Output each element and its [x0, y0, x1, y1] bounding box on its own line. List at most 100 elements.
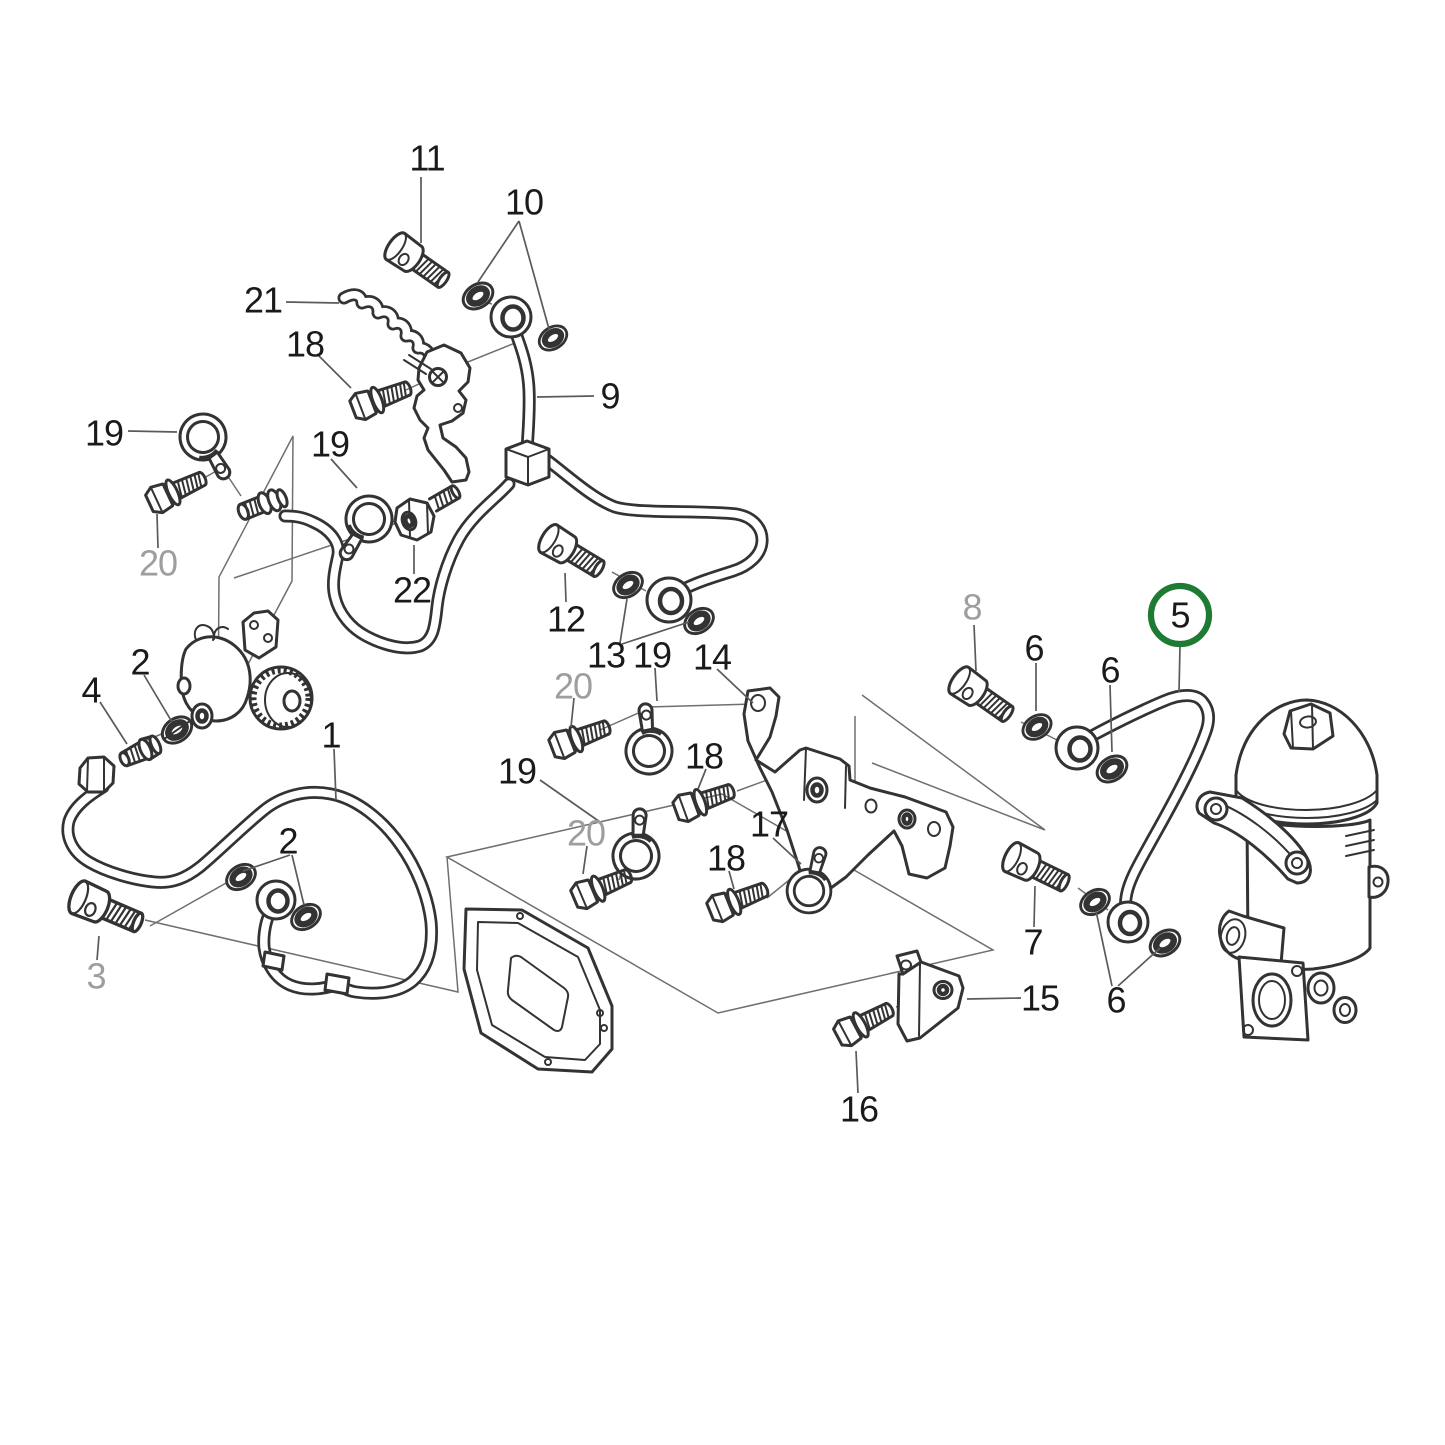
callout-number: 14 — [693, 637, 731, 678]
callout-leader-line — [1095, 910, 1113, 987]
callout-leader-line — [285, 301, 340, 304]
pipe-1-flare-nut — [77, 755, 116, 794]
callout-number: 17 — [750, 804, 788, 845]
callout-leader-line — [728, 870, 735, 890]
callout-number: 4 — [81, 670, 100, 711]
bracket-21 — [337, 288, 472, 484]
callout-10: 10 — [477, 182, 550, 330]
callout-16: 16 — [840, 1050, 879, 1130]
callout-leader-line — [539, 779, 601, 823]
banjo-eye-pipe9-top — [489, 295, 533, 339]
banjo-eye-pipe5-bottom — [1106, 900, 1150, 944]
callout-leader-line — [518, 220, 550, 330]
filter-bottom-flange — [1237, 955, 1310, 1042]
callout-3: 3 — [86, 935, 107, 997]
callout-leader-line — [1178, 645, 1181, 693]
callout-number: 1 — [321, 715, 340, 756]
callout-leader-line — [582, 845, 588, 875]
callout-number: 6 — [1106, 980, 1125, 1021]
callout-number: 2 — [278, 821, 297, 862]
clamp-19-lower-center — [601, 807, 665, 885]
washer-10-b — [535, 321, 572, 355]
banjo-bolt-8 — [943, 661, 1021, 731]
banjo-bolt-3 — [63, 876, 150, 942]
vacuum-pump — [176, 609, 314, 731]
callout-1: 1 — [321, 715, 342, 801]
callout-number: 12 — [547, 599, 585, 640]
banjo-eye-pipe1-hose — [255, 879, 297, 921]
washer-2-pump — [157, 711, 196, 748]
washer-13-a — [609, 567, 647, 603]
callout-7: 7 — [1023, 885, 1044, 963]
callout-22: 22 — [393, 545, 432, 611]
bolt-18-top — [346, 372, 417, 424]
callout-number: 5 — [1170, 595, 1189, 636]
callout-leader-line — [99, 701, 128, 745]
callout-leader-line — [291, 854, 305, 906]
banjo-bolt-11 — [379, 227, 457, 297]
callout-number: 8 — [962, 587, 981, 628]
callout-number: 20 — [567, 813, 605, 854]
callout-6: 6 — [1024, 628, 1045, 711]
callout-number: 22 — [393, 570, 431, 611]
bracket-14 — [742, 686, 955, 895]
callout-leader-line — [1117, 947, 1161, 987]
callout-number: 10 — [505, 182, 543, 223]
washer-6-a — [1018, 710, 1055, 745]
callout-number: 18 — [286, 324, 324, 365]
clamp-19-upper-center — [608, 701, 680, 782]
callout-leader-line — [570, 697, 575, 728]
hose-ferrule — [323, 972, 351, 996]
callout-5: 5 — [1147, 582, 1213, 693]
callout-leader-line — [564, 572, 567, 603]
callout-number: 18 — [707, 838, 745, 879]
callout-number: 19 — [498, 751, 536, 792]
callout-number: 20 — [554, 666, 592, 707]
callout-18: 18 — [685, 736, 724, 790]
washer-2-a — [222, 859, 260, 895]
banjo-bolt-12 — [533, 519, 612, 586]
bolt-20-lower — [567, 860, 638, 914]
clamp-19-left — [171, 405, 252, 482]
callout-leader-line — [127, 430, 178, 433]
callout-6: 6 — [1100, 650, 1121, 753]
callout-leader-line — [973, 624, 977, 672]
callout-leader-line — [1033, 885, 1036, 928]
clamp-19-mid — [339, 492, 396, 566]
callout-9: 9 — [536, 376, 621, 417]
bolt-18-bottom — [703, 874, 774, 927]
callout-number: 6 — [1024, 628, 1043, 669]
callout-leader-line — [697, 768, 707, 790]
callout-14: 14 — [693, 637, 754, 704]
callout-number: 3 — [86, 956, 105, 997]
callout-leader-line — [1109, 684, 1113, 753]
filter-right-port — [1306, 971, 1336, 1005]
callout-leader-line — [143, 674, 173, 723]
callout-15: 15 — [966, 978, 1060, 1019]
callout-number: 2 — [130, 642, 149, 683]
callout-number: 16 — [840, 1089, 878, 1130]
nut-22 — [393, 484, 462, 542]
callout-leader-line — [330, 458, 358, 489]
callout-number: 19 — [633, 635, 671, 676]
callout-leader-line — [333, 748, 337, 801]
callout-number: 20 — [139, 543, 177, 584]
banjo-bolt-7 — [997, 838, 1076, 901]
fitting-4 — [118, 734, 163, 768]
callout-number: 18 — [685, 736, 723, 777]
bolt-20-left — [141, 463, 213, 518]
bolt-20-upper — [545, 711, 616, 763]
callout-19: 19 — [85, 413, 178, 454]
callout-19: 19 — [633, 635, 672, 702]
callout-11: 11 — [409, 138, 446, 243]
callout-20: 20 — [567, 813, 606, 875]
callout-number: 15 — [1021, 978, 1059, 1019]
callout-leader-line — [654, 667, 658, 702]
pump-gear — [248, 665, 314, 731]
callout-20: 20 — [554, 666, 593, 728]
hose-band — [261, 950, 286, 972]
fuel-filter-housing — [1195, 698, 1390, 1042]
callout-number: 9 — [600, 376, 619, 417]
callout-leader-line — [716, 668, 754, 704]
